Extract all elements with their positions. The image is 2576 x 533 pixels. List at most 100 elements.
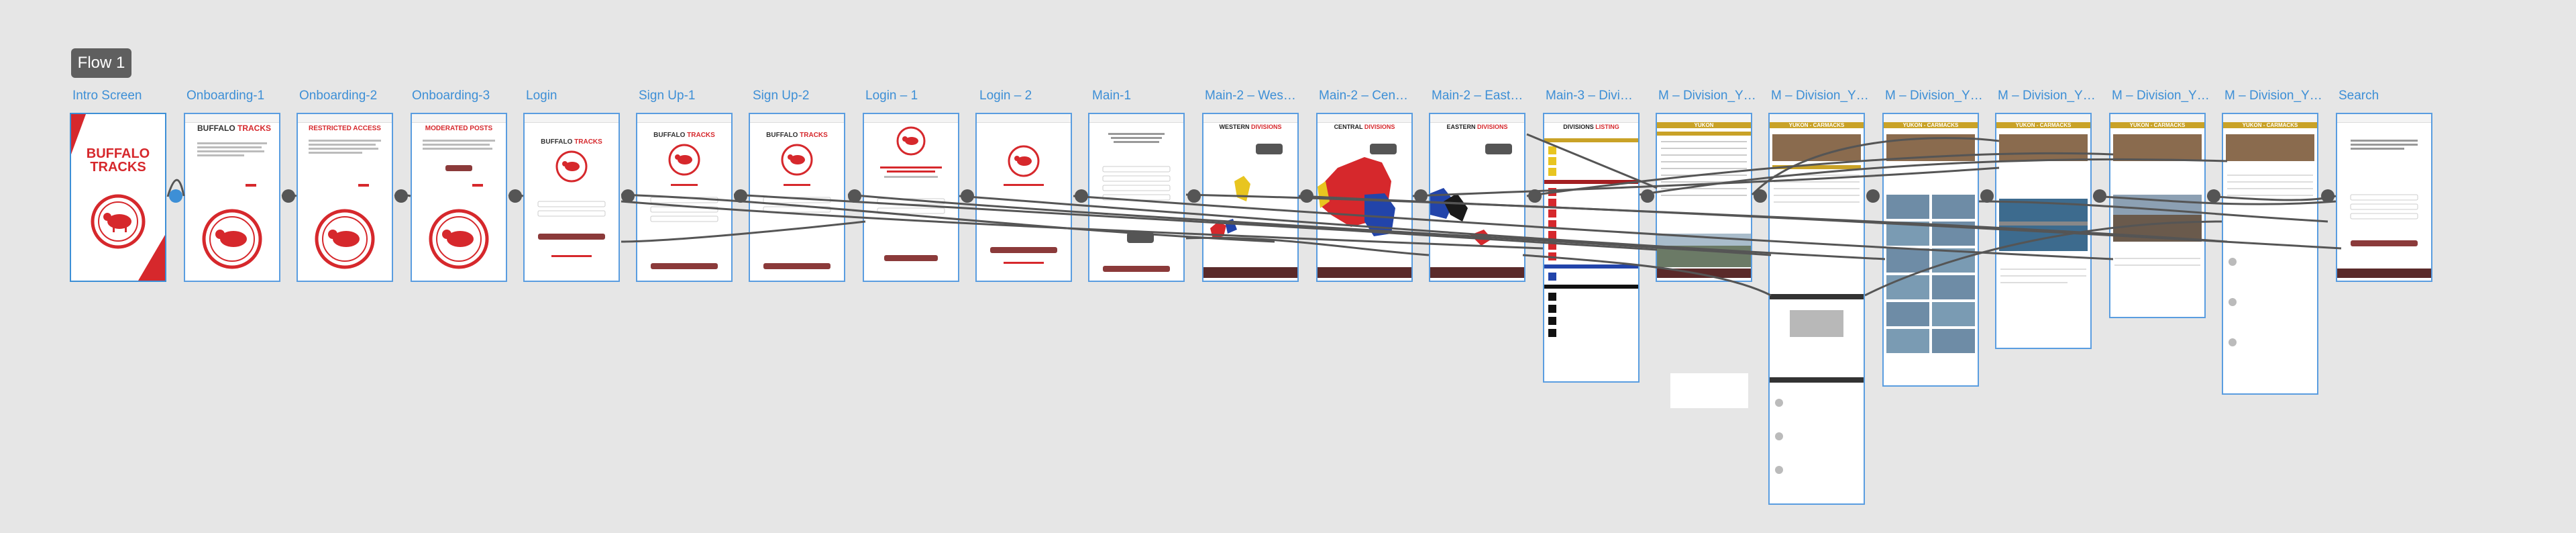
intro-background xyxy=(71,114,165,281)
heading-black: TRACKS xyxy=(237,124,272,133)
blank-sticky-note xyxy=(1670,373,1748,408)
brand-black: BUFFALO xyxy=(653,132,686,139)
frame-login-2[interactable] xyxy=(975,113,1072,282)
heading-black: CENTRAL xyxy=(1334,124,1363,130)
frame-division-yukon-4[interactable]: YUKON - CARMACKS xyxy=(1995,113,2092,349)
frame-division-yukon-2[interactable]: YUKON - CARMACKS xyxy=(1768,113,1865,505)
frame-label-onboarding-1[interactable]: Onboarding-1 xyxy=(186,89,265,103)
frame-division-yukon-5[interactable]: YUKON - CARMACKS xyxy=(2109,113,2206,318)
status-bar xyxy=(977,114,1071,123)
flow-badge[interactable]: Flow 1 xyxy=(71,48,131,78)
signup-1-art xyxy=(650,144,718,269)
division-3-heading: YUKON - CARMACKS xyxy=(1884,122,1978,128)
frame-login[interactable]: BUFFALO TRACKS xyxy=(523,113,620,282)
division-5-art xyxy=(2113,134,2202,266)
division-2-art xyxy=(1770,134,1864,474)
east-map xyxy=(1430,188,1524,278)
status-bar xyxy=(525,114,619,123)
frame-label-main-2-east[interactable]: Main-2 – East… xyxy=(1432,89,1523,103)
central-heading: CENTRAL DIVISIONS xyxy=(1318,124,1411,130)
onboarding-1-art xyxy=(197,142,267,269)
west-map xyxy=(1203,176,1297,278)
login-2-art xyxy=(990,145,1057,264)
login-brand: BUFFALO TRACKS xyxy=(525,138,619,146)
frame-label-division-2[interactable]: M – Division_Y… xyxy=(1771,89,1869,103)
divisions-list xyxy=(1544,138,1638,337)
status-bar xyxy=(864,114,958,123)
heading-black: EASTERN xyxy=(1446,124,1476,130)
frame-label-sign-up-2[interactable]: Sign Up-2 xyxy=(753,89,810,103)
search-art xyxy=(2337,140,2431,278)
division-3-art xyxy=(1886,134,1975,353)
brand-black: BUFFALO xyxy=(766,132,798,139)
frame-label-onboarding-2[interactable]: Onboarding-2 xyxy=(299,89,378,103)
division-6-heading: YUKON - CARMACKS xyxy=(2223,122,2317,128)
status-bar xyxy=(2337,114,2431,123)
frame-main-1[interactable] xyxy=(1088,113,1185,282)
login-1-art xyxy=(877,126,945,261)
frame-search[interactable] xyxy=(2336,113,2432,282)
frame-label-sign-up-1[interactable]: Sign Up-1 xyxy=(639,89,696,103)
frame-sign-up-1[interactable]: BUFFALO TRACKS xyxy=(636,113,733,282)
onboarding-3-art xyxy=(423,140,495,269)
status-bar xyxy=(412,114,506,123)
status-bar xyxy=(637,114,731,123)
frame-label-division-5[interactable]: M – Division_Y… xyxy=(2112,89,2210,103)
frame-login-1[interactable] xyxy=(863,113,959,282)
signup-2-art xyxy=(763,144,831,269)
status-bar xyxy=(1089,114,1183,123)
onboarding-1-heading: BUFFALO TRACKS xyxy=(197,124,271,133)
status-bar xyxy=(750,114,844,123)
status-bar xyxy=(1544,114,1638,123)
frame-sign-up-2[interactable]: BUFFALO TRACKS xyxy=(749,113,845,282)
frame-onboarding-3[interactable]: MODERATED POSTS xyxy=(411,113,507,282)
heading-red: DIVISIONS xyxy=(1477,124,1508,130)
frame-label-main-1[interactable]: Main-1 xyxy=(1092,89,1132,103)
frame-label-main-2-west[interactable]: Main-2 – Wes… xyxy=(1205,89,1296,103)
status-bar xyxy=(185,114,279,123)
frame-main-2-west[interactable]: WESTERN DIVISIONS xyxy=(1202,113,1299,282)
frame-label-search[interactable]: Search xyxy=(2339,89,2379,103)
frame-label-intro[interactable]: Intro Screen xyxy=(72,89,142,103)
status-bar xyxy=(1318,114,1411,123)
frame-main-2-central[interactable]: CENTRAL DIVISIONS xyxy=(1316,113,1413,282)
frame-main-2-east[interactable]: EASTERN DIVISIONS xyxy=(1429,113,1525,282)
division-1-heading: YUKON xyxy=(1657,122,1751,128)
frame-intro-screen[interactable]: BUFFALO TRACKS xyxy=(70,113,166,282)
frame-main-3-divisions[interactable]: DIVISIONS LISTING xyxy=(1543,113,1640,383)
intro-title-2: TRACKS xyxy=(90,160,146,175)
frame-onboarding-2[interactable]: RESTRICTED ACCESS xyxy=(297,113,393,282)
intro-title-1: BUFFALO xyxy=(86,146,150,161)
frame-division-yukon-1[interactable]: YUKON xyxy=(1656,113,1752,282)
frame-label-division-3[interactable]: M – Division_Y… xyxy=(1885,89,1983,103)
brand-black: BUFFALO xyxy=(541,138,573,146)
heading-black: DIVISIONS xyxy=(1563,124,1594,130)
frame-label-login-2[interactable]: Login – 2 xyxy=(979,89,1032,103)
heading-red: DIVISIONS xyxy=(1364,124,1395,130)
division-5-heading: YUKON - CARMACKS xyxy=(2110,122,2204,128)
heading-red: DIVISIONS xyxy=(1251,124,1282,130)
login-art xyxy=(537,150,606,257)
divisions-heading: DIVISIONS LISTING xyxy=(1544,124,1638,130)
brand-red: TRACKS xyxy=(800,132,828,139)
brand-red: TRACKS xyxy=(574,138,602,146)
frame-label-division-4[interactable]: M – Division_Y… xyxy=(1998,89,2096,103)
division-1-art xyxy=(1657,132,1751,278)
heading-red: LISTING xyxy=(1595,124,1619,130)
central-map xyxy=(1318,157,1411,278)
frame-division-yukon-3[interactable]: YUKON - CARMACKS xyxy=(1882,113,1979,387)
frame-label-onboarding-3[interactable]: Onboarding-3 xyxy=(412,89,490,103)
frame-label-main-2-central[interactable]: Main-2 – Cen… xyxy=(1319,89,1409,103)
status-bar xyxy=(1203,114,1297,123)
frame-label-login[interactable]: Login xyxy=(526,89,557,103)
division-2-heading: YUKON - CARMACKS xyxy=(1770,122,1864,128)
frame-label-main-3-divisions[interactable]: Main-3 – Divi… xyxy=(1546,89,1633,103)
status-bar xyxy=(298,114,392,123)
division-6-art xyxy=(2226,134,2314,346)
frame-label-division-1[interactable]: M – Division_Y… xyxy=(1658,89,1756,103)
signup-1-brand: BUFFALO TRACKS xyxy=(637,132,731,139)
frame-label-division-6[interactable]: M – Division_Y… xyxy=(2224,89,2322,103)
frame-division-yukon-6[interactable]: YUKON - CARMACKS xyxy=(2222,113,2318,395)
frame-onboarding-1[interactable]: BUFFALO TRACKS xyxy=(184,113,280,282)
frame-label-login-1[interactable]: Login – 1 xyxy=(865,89,918,103)
